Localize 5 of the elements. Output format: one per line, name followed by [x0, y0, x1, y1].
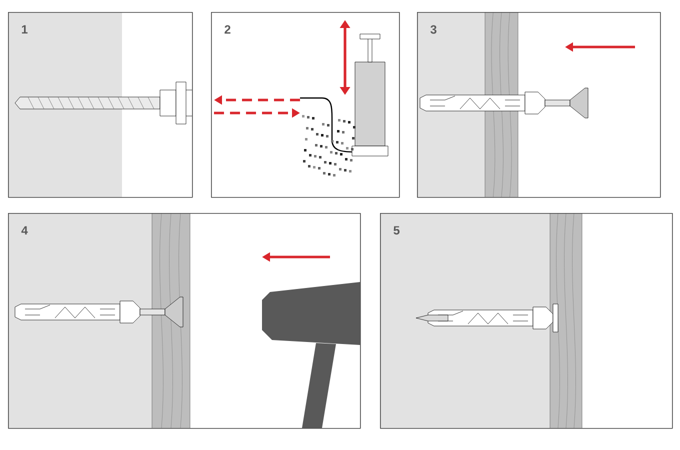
- step-panel: 4: [8, 213, 361, 429]
- step-panel: 3: [417, 12, 661, 198]
- step-panel: 2: [211, 12, 400, 198]
- step-panel: 1: [8, 12, 193, 198]
- step-panel: 5: [380, 213, 673, 429]
